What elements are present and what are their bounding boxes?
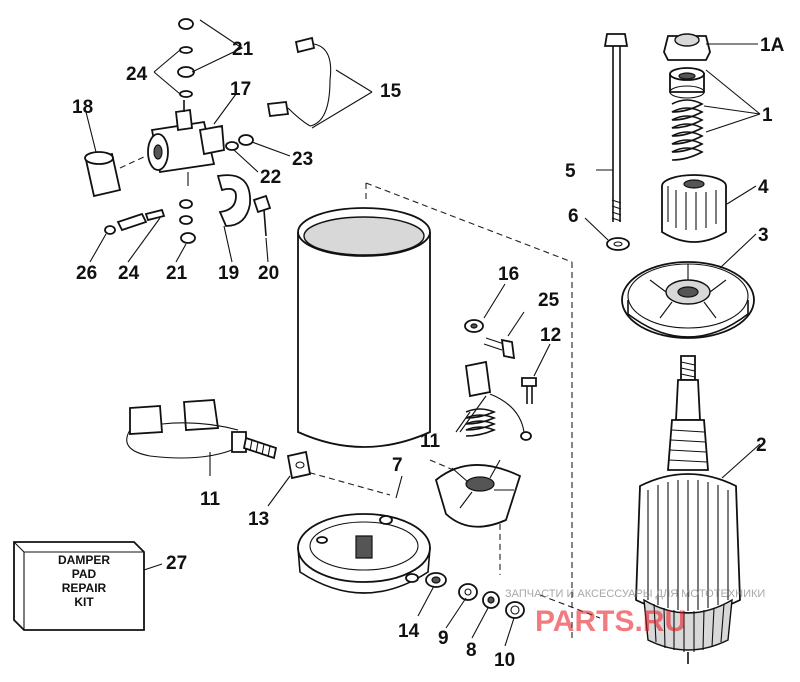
callout-15: 15 <box>380 81 402 102</box>
bolt-25 <box>483 337 516 360</box>
callout-5: 5 <box>565 161 576 182</box>
callout-13: 13 <box>248 509 269 530</box>
callout-3: 3 <box>758 225 769 246</box>
callout-10: 10 <box>494 650 515 671</box>
callout-8: 8 <box>466 640 477 661</box>
callout-18: 18 <box>72 97 93 118</box>
callout-4: 4 <box>758 177 769 198</box>
nut-1a <box>663 33 711 61</box>
callout-24-bottom: 24 <box>118 263 140 284</box>
end-cap-3 <box>621 261 755 339</box>
bracket-19 <box>216 174 251 227</box>
callout-24-top: 24 <box>126 64 148 85</box>
leader-lines <box>85 19 761 647</box>
frame-shell <box>297 207 431 448</box>
terminal-13 <box>286 450 312 480</box>
watermark-tagline: ЗАПЧАСТИ И АКСЕССУАРЫ ДЛЯ МОТОТЕХНИКИ <box>505 588 765 600</box>
drive-pinion-4 <box>661 174 727 243</box>
kit-label-line3: REPAIR <box>62 581 107 595</box>
callout-labels: 1A 1 4 5 6 3 2 7 16 25 12 11 11 13 14 9 … <box>72 35 785 671</box>
brushes-and-spring-11 <box>464 360 532 441</box>
callout-2: 2 <box>756 435 767 456</box>
bolt-20 <box>252 194 272 237</box>
watermark: ЗАПЧАСТИ И АКСЕССУАРЫ ДЛЯ МОТОТЕХНИКИ PA… <box>505 588 765 638</box>
nuts-21-24-top <box>177 18 195 98</box>
brush-lead-11 <box>126 399 278 460</box>
kit-label-line1: DAMPER <box>58 553 110 567</box>
callout-25: 25 <box>538 290 560 311</box>
callout-26: 26 <box>76 263 97 284</box>
brush-holder-7 <box>434 459 522 528</box>
callout-9: 9 <box>438 628 449 649</box>
callout-21-bottom: 21 <box>166 263 188 284</box>
lead-26 <box>104 199 196 244</box>
small-washers <box>425 572 525 619</box>
retainer-cup <box>669 67 705 99</box>
callout-1: 1 <box>762 105 773 126</box>
armature-2 <box>635 355 741 664</box>
solenoid-17 <box>147 100 225 186</box>
callout-22: 22 <box>260 167 281 188</box>
commutator-end-frame <box>297 513 431 594</box>
callout-12: 12 <box>540 325 561 346</box>
spring <box>671 99 704 161</box>
callout-11-left: 11 <box>200 489 221 510</box>
screw-12 <box>521 377 537 404</box>
callout-19: 19 <box>218 263 239 284</box>
callout-7: 7 <box>392 455 403 476</box>
callout-6: 6 <box>568 206 579 227</box>
washers-22-23 <box>225 134 254 151</box>
through-bolt <box>603 33 629 222</box>
callout-27: 27 <box>166 553 187 574</box>
cable-15 <box>266 36 332 127</box>
kit-box: DAMPER PAD REPAIR KIT <box>13 541 145 631</box>
callout-16: 16 <box>498 264 519 285</box>
callout-20: 20 <box>258 263 279 284</box>
callout-11-right: 11 <box>420 431 441 452</box>
kit-label-line2: PAD <box>72 567 97 581</box>
boot-18 <box>84 151 147 198</box>
kit-label-line4: KIT <box>74 595 94 609</box>
callout-21-top: 21 <box>232 39 254 60</box>
nut-16 <box>464 319 484 333</box>
callout-1a: 1A <box>760 35 785 56</box>
callout-23: 23 <box>292 149 313 170</box>
callout-17: 17 <box>230 79 251 100</box>
washer-6 <box>606 237 630 251</box>
callout-14: 14 <box>398 621 420 642</box>
watermark-logo: PARTS.RU <box>535 605 686 638</box>
